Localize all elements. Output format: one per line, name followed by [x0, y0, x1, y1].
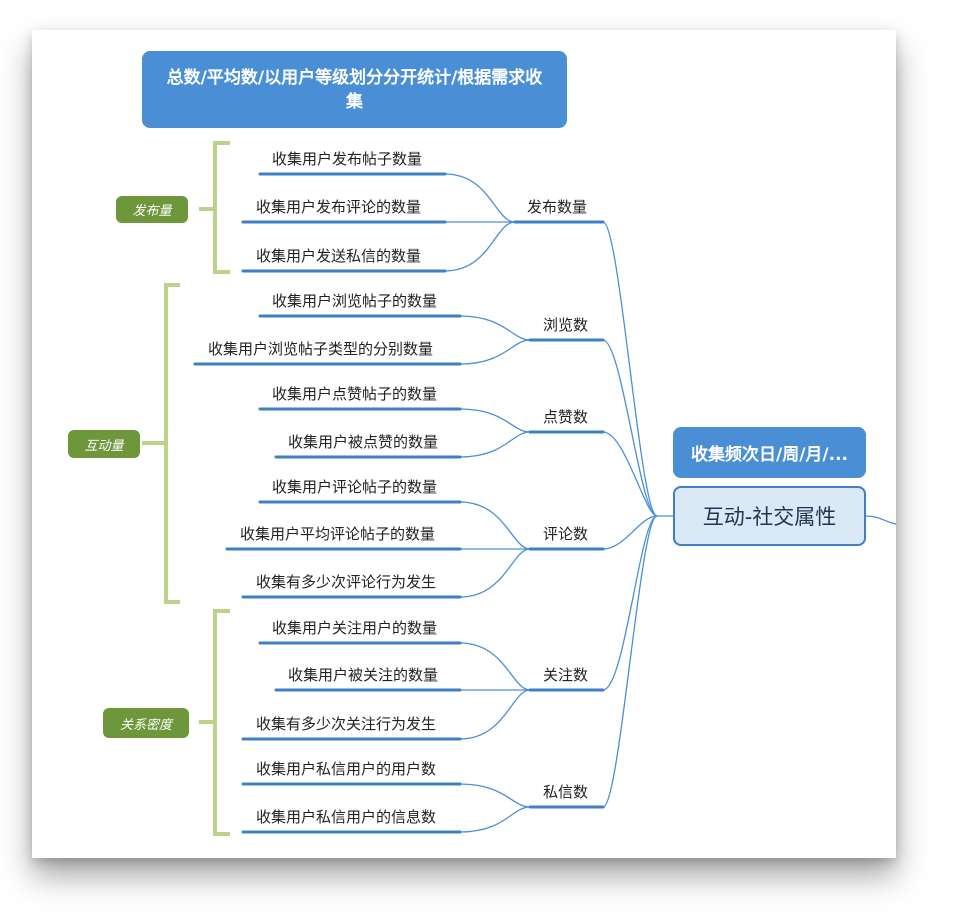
link-publish-3	[444, 221, 516, 272]
item-like-2[interactable]: 收集用户被点赞的数量	[288, 433, 439, 451]
bracket-interact	[164, 283, 180, 604]
link-browse	[530, 339, 658, 517]
category-follow[interactable]: 关注数	[543, 666, 589, 684]
group-interact-label: 互动量	[84, 438, 124, 454]
link-like-1	[459, 408, 531, 433]
item-message-1[interactable]: 收集用户私信用户的用户数	[256, 760, 437, 778]
link-comment-3	[459, 548, 531, 598]
bracket-relation	[213, 609, 230, 836]
group-interact[interactable]: 互动量	[68, 430, 140, 458]
category-comment[interactable]: 评论数	[543, 525, 589, 543]
item-follow-3[interactable]: 收集有多少次关注行为发生	[256, 715, 437, 733]
note-text: 总数/平均数/以用户等级划分分开统计/根据需求收集	[166, 67, 543, 112]
link-like	[530, 431, 658, 517]
item-like-1[interactable]: 收集用户点赞帖子的数量	[272, 385, 438, 403]
item-comment-3[interactable]: 收集有多少次评论行为发生	[256, 573, 437, 591]
frequency-box[interactable]: 收集频次日/周/月/...	[673, 427, 866, 478]
root-topic[interactable]: 互动-社交属性	[673, 486, 866, 546]
item-browse-1[interactable]: 收集用户浏览帖子的数量	[272, 292, 438, 310]
item-message-2[interactable]: 收集用户私信用户的信息数	[256, 808, 437, 826]
item-follow-2[interactable]: 收集用户被关注的数量	[288, 666, 439, 684]
note-box[interactable]: 总数/平均数/以用户等级划分分开统计/根据需求收集	[142, 51, 567, 128]
group-publish-label: 发布量	[132, 204, 172, 219]
item-comment-1[interactable]: 收集用户评论帖子的数量	[272, 478, 438, 496]
category-message[interactable]: 私信数	[543, 783, 589, 801]
link-continuation	[865, 515, 897, 525]
root-text: 互动-社交属性	[702, 505, 837, 529]
item-browse-2[interactable]: 收集用户浏览帖子类型的分别数量	[208, 340, 434, 358]
link-publish-1	[444, 173, 516, 223]
frequency-text: 收集频次日/周/月/...	[690, 445, 848, 465]
item-publish-3[interactable]: 收集用户发送私信的数量	[256, 247, 422, 265]
group-relation-label: 关系密度	[119, 717, 172, 733]
link-follow	[530, 515, 658, 691]
bracket-publish	[213, 141, 230, 274]
item-follow-1[interactable]: 收集用户关注用户的数量	[272, 619, 438, 637]
link-browse-2	[459, 339, 531, 365]
link-publish	[515, 221, 673, 517]
category-publish[interactable]: 发布数量	[527, 198, 588, 216]
link-message	[530, 515, 658, 808]
category-browse[interactable]: 浏览数	[543, 316, 589, 334]
link-message-2	[459, 806, 531, 833]
item-publish-2[interactable]: 收集用户发布评论的数量	[256, 198, 422, 216]
item-comment-2[interactable]: 收集用户平均评论帖子的数量	[240, 525, 436, 543]
item-publish-1[interactable]: 收集用户发布帖子数量	[272, 150, 423, 168]
link-comment-1	[459, 501, 531, 550]
link-message-1	[459, 783, 531, 808]
link-follow-1	[459, 642, 531, 691]
link-like-2	[459, 431, 531, 458]
group-publish[interactable]: 发布量	[116, 196, 188, 223]
category-like[interactable]: 点赞数	[543, 408, 589, 426]
link-follow-3	[459, 689, 531, 740]
link-browse-1	[459, 315, 531, 341]
group-relation[interactable]: 关系密度	[103, 708, 189, 738]
